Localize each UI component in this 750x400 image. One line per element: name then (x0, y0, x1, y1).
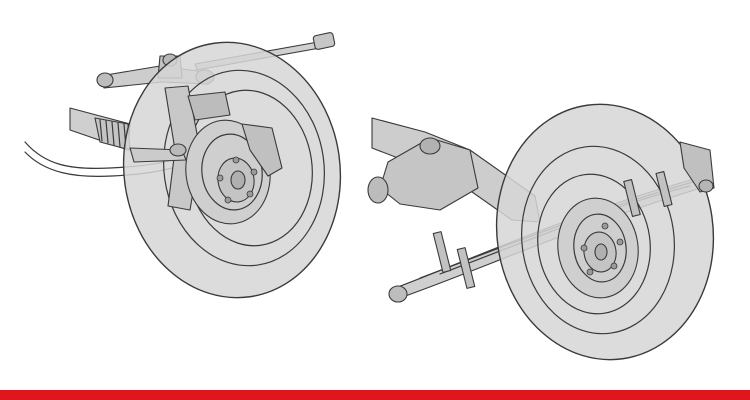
stabilizer-end (312, 32, 336, 50)
front-lug-nuts (216, 156, 258, 204)
u-bolts (432, 170, 673, 289)
front-suspension-assembly (24, 32, 342, 299)
rear-suspension-assembly (367, 103, 715, 361)
rear-lug-nuts (580, 222, 624, 276)
accent-bar (0, 390, 750, 400)
suspension-illustration (24, 32, 715, 361)
front-brake-caliper (241, 123, 283, 177)
